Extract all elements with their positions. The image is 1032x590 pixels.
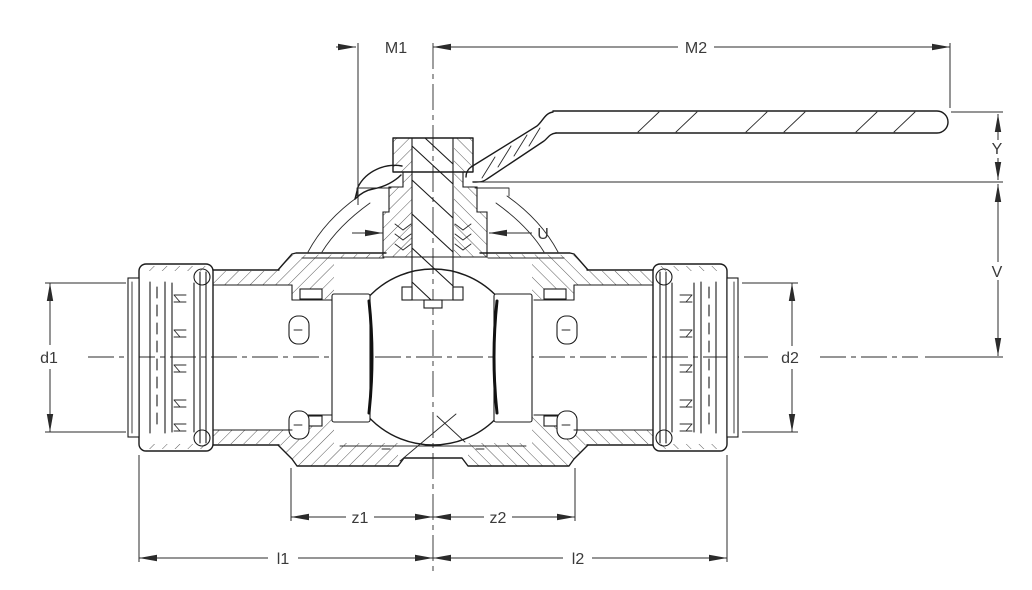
dim-label-m2: M2: [685, 40, 707, 57]
stem-shaft: [411, 137, 454, 301]
dimension-y: Y: [992, 114, 1003, 180]
dim-label-l1: l1: [277, 551, 290, 568]
dimension-l2: l2: [433, 551, 727, 568]
handle-bend: [465, 111, 554, 178]
extension-lines: [45, 43, 1003, 562]
dimension-d1: d1: [40, 283, 58, 432]
dimension-z1: z1: [291, 510, 433, 527]
right-grip-teeth: [679, 294, 693, 432]
left-grip-teeth: [173, 294, 187, 432]
left-o-ring: [193, 268, 211, 286]
dim-label-z2: z2: [490, 510, 507, 527]
seat-relief-notch: [299, 288, 323, 300]
dimension-v: V: [992, 184, 1003, 356]
right-seat-contact: [492, 299, 499, 415]
dim-label-z1: z1: [352, 510, 369, 527]
stem-t-head: [401, 286, 413, 301]
packing-gland: [382, 171, 404, 258]
dim-label-m1: M1: [385, 40, 407, 57]
stem-nut: [392, 137, 474, 173]
dim-label-d2: d2: [781, 350, 799, 367]
dimension-u: U: [352, 226, 549, 243]
right-seat: [493, 293, 533, 423]
dim-label-v: V: [992, 264, 1003, 281]
valve-seats: [331, 293, 533, 423]
left-seat: [331, 293, 371, 423]
left-port: [127, 263, 293, 452]
left-release-collar: [127, 277, 140, 438]
dimension-l1: l1: [139, 551, 433, 568]
dim-label-d1: d1: [40, 350, 58, 367]
dimension-d2: d2: [781, 283, 799, 432]
dim-label-u: U: [537, 226, 549, 243]
stem-assembly: [382, 137, 488, 309]
dim-label-l2: l2: [572, 551, 585, 568]
right-port: [573, 263, 739, 452]
dim-label-y: Y: [992, 141, 1003, 158]
left-seat-contact: [367, 299, 374, 415]
dimension-m1: M1: [336, 40, 407, 57]
dimension-z2: z2: [433, 510, 575, 527]
handle-bar: [552, 110, 949, 134]
dimensions: M1 M2 U Y V d1: [40, 40, 1003, 568]
body-lugs: [288, 315, 578, 440]
right-o-ring: [655, 268, 673, 286]
dimension-m2: M2: [433, 40, 950, 57]
right-release-collar: [726, 277, 739, 438]
